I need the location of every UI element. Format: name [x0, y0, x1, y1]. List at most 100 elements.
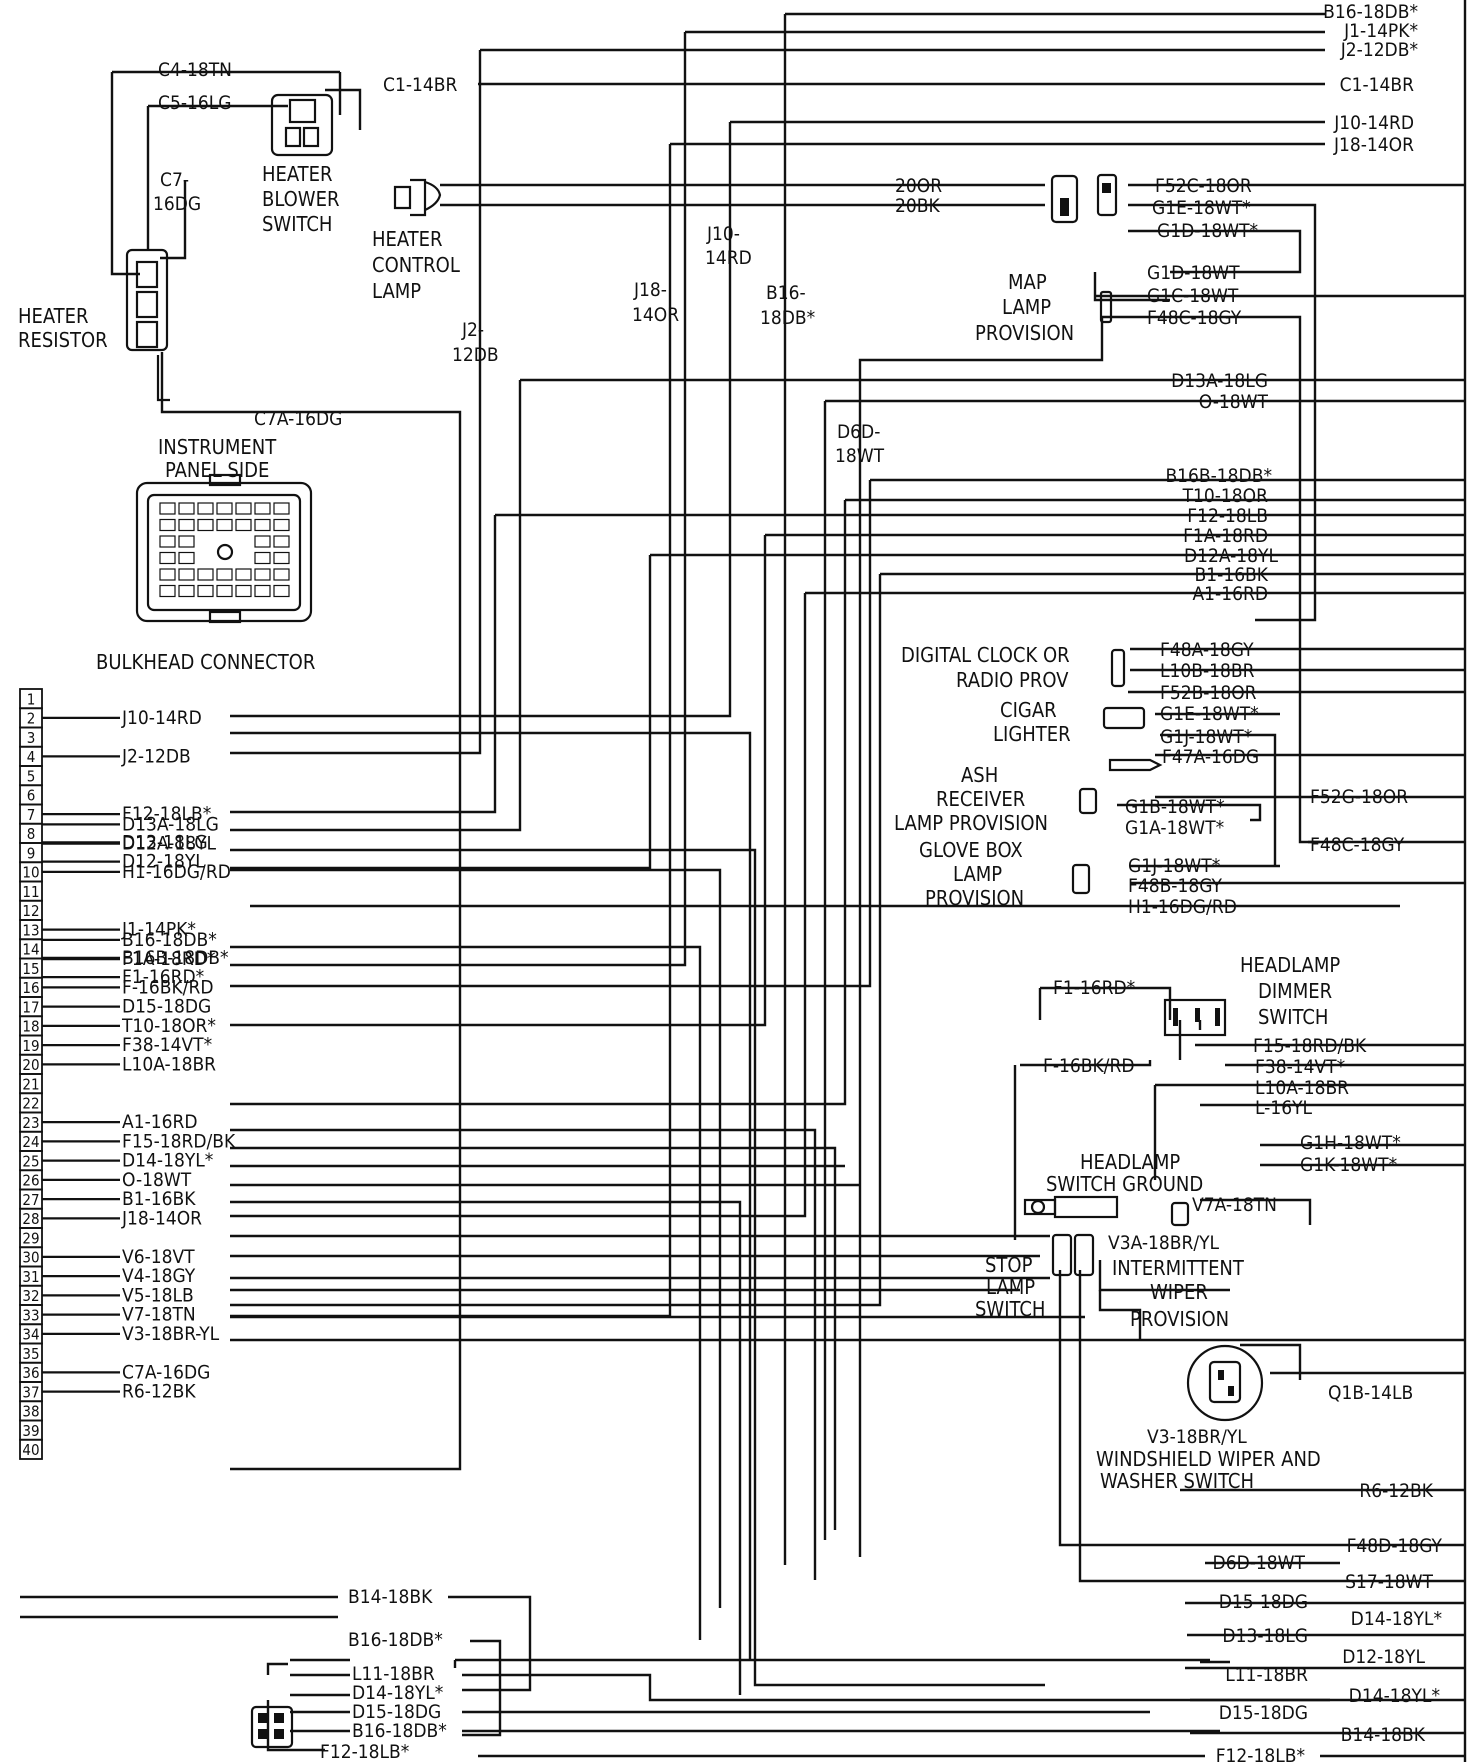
pin-number: 36	[22, 1364, 39, 1382]
wire-label: L10A-18BR	[1255, 1077, 1349, 1099]
wire-label: J2-12DB	[121, 745, 191, 767]
wire-label: G1D-18WT	[1147, 262, 1240, 284]
wire-label: D6D-18WT	[1213, 1552, 1306, 1574]
wire-label: F1A-18RD	[1183, 525, 1268, 547]
stop-lamp-switch-symbol	[1023, 1195, 1119, 1277]
instrument-panel-label: INSTRUMENT	[158, 435, 277, 459]
connector-cavity	[273, 551, 290, 565]
connector-cavity	[159, 568, 176, 581]
wire-label: J18-	[633, 279, 667, 301]
wire-label: Q1B-14LB	[1328, 1382, 1413, 1404]
wire-label: 14OR	[632, 304, 679, 326]
wire-label: B16-18DB*	[352, 1720, 447, 1742]
wire-label: G1K-18WT*	[1300, 1154, 1398, 1176]
pin-number: 31	[22, 1268, 39, 1286]
connector-cavity	[159, 518, 176, 532]
wire-label: H1-16DG/RD	[122, 861, 231, 883]
wire-label: R6-12BK	[122, 1381, 196, 1403]
wire-label: C7-	[160, 169, 189, 191]
bulkhead-pin-strip: 1234567891011121314151617181920212223242…	[19, 688, 43, 1460]
connector-cavity	[254, 518, 271, 532]
connector-cavity	[254, 502, 271, 515]
wire-label: F-16BK/RD	[122, 976, 213, 998]
map-lamp-label: LAMP	[1002, 295, 1051, 319]
wire-label: G1B-18WT*	[1125, 796, 1225, 818]
wire-label: B16-18DB*	[348, 1629, 443, 1651]
wire-label: C5-16LG	[158, 92, 232, 114]
dimmer-label: HEADLAMP	[1240, 953, 1340, 977]
connector-cavity	[273, 584, 290, 598]
pin-number: 34	[22, 1326, 39, 1344]
connector-cavity	[197, 584, 214, 598]
pin-number: 17	[22, 998, 39, 1016]
connector-cavity	[254, 568, 271, 581]
connector-cavity	[273, 568, 290, 581]
stop-lamp-label: LAMP	[986, 1275, 1035, 1299]
wire-label: F38-14VT*	[1255, 1056, 1346, 1078]
blower-switch-label: BLOWER	[262, 187, 339, 211]
wire-label: D13A-18LG	[122, 813, 219, 835]
wire-label: D13-18LG	[1222, 1625, 1308, 1647]
control-lamp-label: LAMP	[372, 279, 421, 303]
connector-cavity	[178, 551, 195, 565]
connector-cavity	[216, 502, 233, 515]
pin-number: 14	[22, 941, 39, 959]
pin-number: 21	[22, 1075, 39, 1093]
wire-label: 20BK	[895, 195, 940, 217]
pin-number: 38	[22, 1403, 39, 1421]
wire-label: B16-18DB*	[1323, 1, 1418, 23]
pin-number: 11	[22, 883, 39, 901]
pin-number: 6	[27, 787, 36, 805]
wire-label: 12DB	[452, 344, 499, 366]
connector-cavity	[235, 584, 252, 598]
wire-label: H1-16DG/RD	[1128, 896, 1237, 918]
wire-label: O-18WT	[122, 1169, 192, 1191]
pin-number: 20	[22, 1056, 39, 1074]
wire-label: C7A-16DG	[254, 408, 342, 430]
wire-label: D6D-	[837, 421, 880, 443]
wire-label: G1J-18WT*	[1160, 726, 1253, 748]
wire-label: V4-18GY	[122, 1265, 196, 1287]
wire-label: F12-18LB*	[320, 1741, 410, 1762]
connector-cavity	[159, 584, 176, 598]
pin-number: 1	[27, 690, 36, 708]
bulkhead-connector-face	[135, 473, 313, 624]
wire-label: F15-18RD/BK	[122, 1130, 236, 1152]
wire-label: T10-18OR*	[121, 1015, 216, 1037]
wire-label: S17-18WT	[1345, 1571, 1433, 1593]
pin-number: 2	[27, 710, 36, 728]
pin-number: 25	[22, 1152, 39, 1170]
intermittent-label: INTERMITTENT	[1112, 1256, 1245, 1280]
pin-number: 8	[27, 825, 36, 843]
connector-cavity	[197, 502, 214, 515]
wire-label: G1E-18WT*	[1152, 197, 1251, 219]
wire-label: D12A-18YL	[122, 833, 217, 855]
pin-number: 5	[27, 767, 36, 785]
connector-cavity	[178, 502, 195, 515]
wire-label: J10-14RD	[1333, 112, 1414, 134]
wire-label: G1H-18WT*	[1300, 1132, 1401, 1154]
wire-label: D15-18DG	[1219, 1702, 1308, 1724]
wire-label: D15-18DG	[122, 996, 211, 1018]
wire-label: L11-18BR	[352, 1663, 435, 1685]
connector-cavity	[235, 568, 252, 581]
heater-resistor-label: HEATER	[18, 304, 89, 328]
pin-number: 40	[22, 1441, 39, 1459]
wire-label: V3-18BR/YL	[1147, 1426, 1247, 1448]
wire-label: F38-14VT*	[122, 1034, 213, 1056]
dimmer-label: DIMMER	[1258, 979, 1332, 1003]
ground-label: SWITCH GROUND	[1046, 1172, 1203, 1196]
wire-label: D13-18LG	[122, 831, 208, 853]
wire-label: D12-18YL	[1342, 1646, 1425, 1668]
wire-label: D14-18YL*	[1351, 1608, 1443, 1630]
pin-number: 13	[22, 921, 39, 939]
connector-cavity	[235, 502, 252, 515]
cigar-label: LIGHTER	[993, 722, 1071, 746]
wire-label: F48D-18GY	[1347, 1535, 1443, 1557]
wire-label: B16-18DB*	[122, 929, 217, 951]
pin-number: 27	[22, 1191, 39, 1209]
wire-label: L10B-18BR	[1160, 660, 1255, 682]
left-wire-labels: J10-14RDJ2-12DBF12-18LB*D13A-18LGD13-18L…	[42, 707, 236, 1403]
glove-label: LAMP	[953, 862, 1002, 886]
